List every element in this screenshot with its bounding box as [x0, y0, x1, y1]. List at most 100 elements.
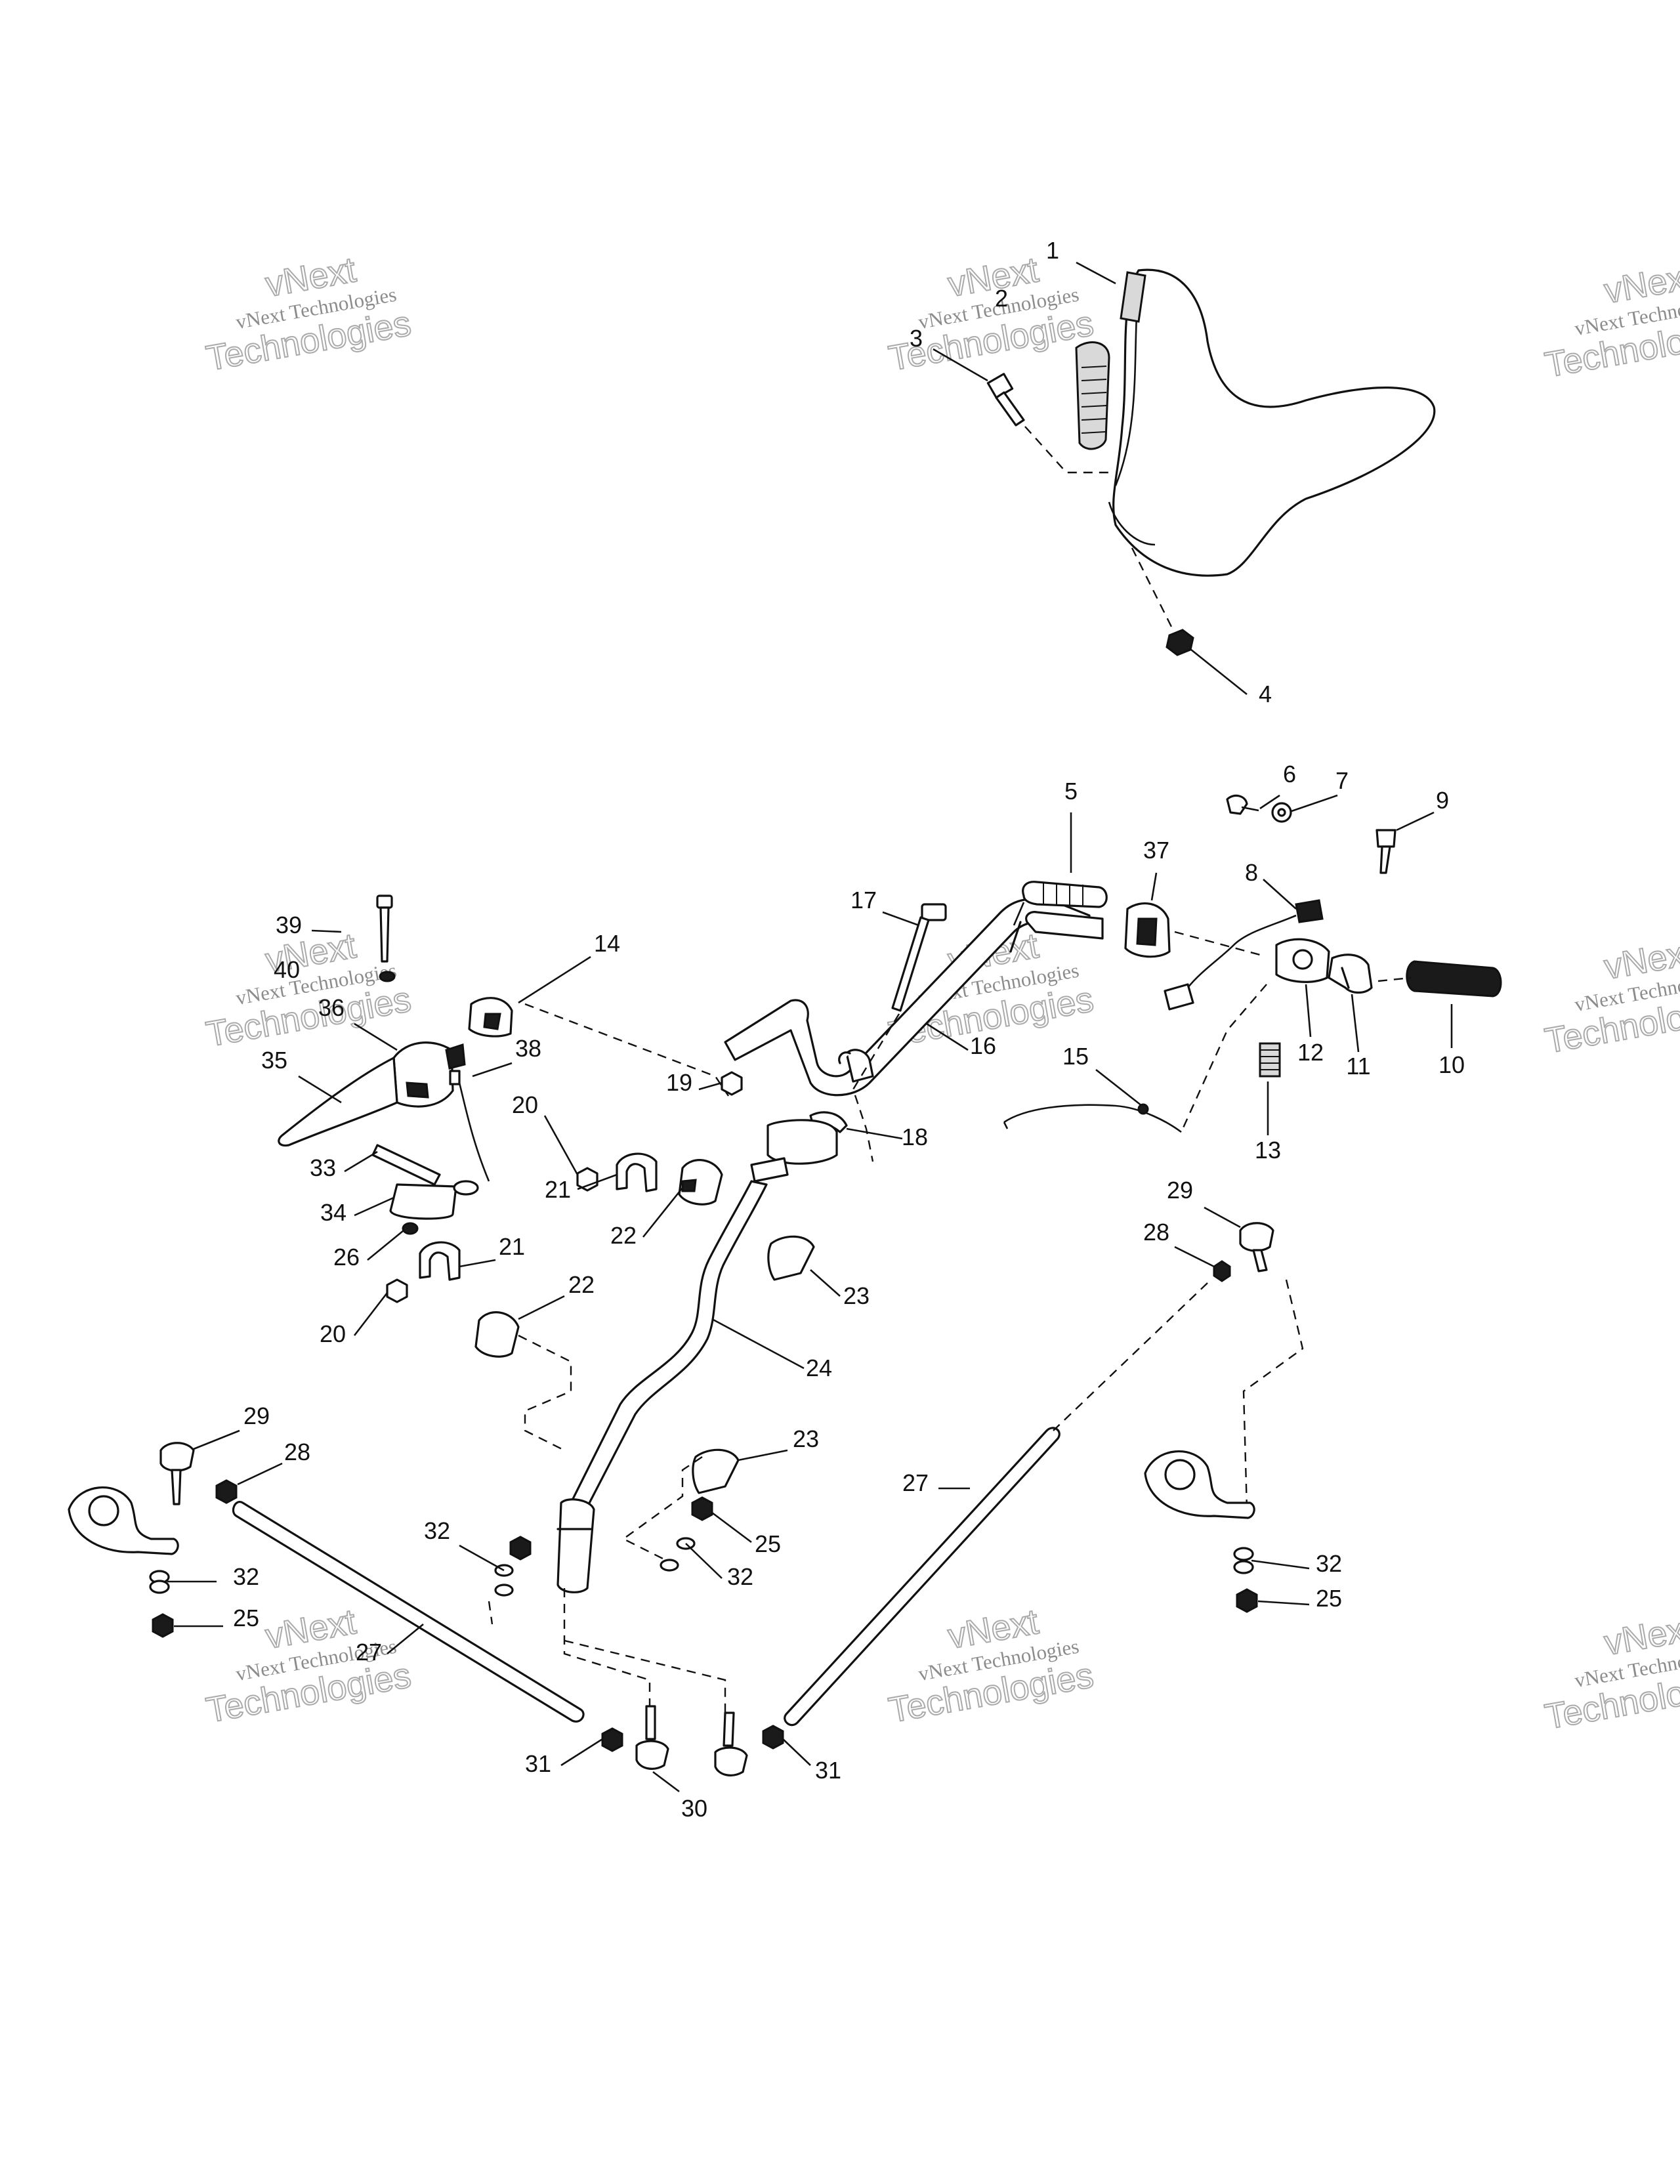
- nut-28-left: [215, 1479, 238, 1504]
- handlebar-grip-left: [1009, 911, 1104, 953]
- callout-leader-32: [1251, 1559, 1310, 1570]
- seat-bolt: [986, 373, 1025, 427]
- callout-leader-33: [344, 1150, 378, 1173]
- screw-6: [1226, 794, 1259, 815]
- callout-32: 32: [424, 1517, 450, 1544]
- callout-30: 30: [681, 1795, 707, 1822]
- callout-27: 27: [356, 1639, 382, 1666]
- callout-18: 18: [902, 1124, 928, 1150]
- dash-17-to-bar: [852, 1013, 900, 1162]
- callout-leader-31: [782, 1738, 811, 1766]
- callout-leader-25: [711, 1511, 752, 1544]
- callout-8: 8: [1245, 859, 1258, 886]
- callout-4: 4: [1259, 681, 1272, 707]
- nut-20-lower: [386, 1278, 408, 1303]
- callout-leader-14: [518, 956, 591, 1004]
- callout-14: 14: [594, 930, 620, 957]
- washer-7: [1271, 802, 1292, 823]
- callout-leader-8: [1263, 879, 1297, 910]
- dash-12-to-10: [1377, 976, 1412, 982]
- callout-leader-38: [472, 1062, 513, 1078]
- grip-10: [1406, 960, 1502, 998]
- washers-32-right: [1233, 1547, 1254, 1574]
- center-dash-washers: [488, 1601, 494, 1625]
- callout-5: 5: [1064, 778, 1078, 805]
- callout-leader-7: [1291, 794, 1338, 812]
- clamp-21-upper: [616, 1152, 658, 1192]
- callout-leader-9: [1396, 811, 1435, 831]
- callout-21: 21: [499, 1233, 525, 1260]
- pivot-39: [376, 894, 393, 963]
- seat-cushion-side: [1108, 501, 1156, 546]
- washers-32-left: [149, 1570, 170, 1594]
- steering-column-24: [556, 1119, 838, 1593]
- callout-34: 34: [320, 1199, 346, 1226]
- spring-13: [1259, 1042, 1281, 1078]
- tie-rod-left-27: [232, 1501, 585, 1723]
- nut-26: [402, 1222, 419, 1235]
- callout-leader-35: [298, 1075, 342, 1104]
- callout-leader-31: [560, 1738, 603, 1767]
- callout-23: 23: [843, 1282, 870, 1309]
- callout-3: 3: [910, 325, 923, 352]
- throttle-housing-14: [468, 997, 513, 1038]
- callout-16: 16: [970, 1032, 996, 1059]
- callout-leader-22: [642, 1187, 684, 1238]
- callout-22: 22: [610, 1222, 637, 1249]
- callout-leader-21: [459, 1259, 496, 1268]
- seat-bolt-dash: [1024, 426, 1109, 474]
- callout-25: 25: [755, 1530, 781, 1557]
- kill-switch-8: [1164, 899, 1324, 1011]
- callout-12: 12: [1297, 1039, 1324, 1066]
- callout-31: 31: [525, 1750, 551, 1777]
- callout-39: 39: [276, 912, 302, 938]
- callout-leader-17: [882, 911, 919, 927]
- callout-leader-23: [738, 1449, 788, 1461]
- callout-28: 28: [1143, 1219, 1169, 1246]
- seat-nut-dash: [1131, 547, 1179, 640]
- callout-11: 11: [1346, 1053, 1370, 1080]
- nut-28-right: [1213, 1260, 1231, 1282]
- callout-40: 40: [274, 956, 300, 983]
- callout-leader-6: [1259, 794, 1280, 810]
- callout-31: 31: [815, 1757, 841, 1784]
- callout-leader-11: [1351, 994, 1360, 1053]
- callout-35: 35: [261, 1047, 287, 1074]
- callout-28: 28: [284, 1438, 310, 1465]
- bracket-34: [389, 1180, 479, 1220]
- callout-leader-23: [810, 1269, 841, 1297]
- callout-32: 32: [233, 1563, 259, 1590]
- callout-leader-36: [354, 1022, 398, 1051]
- callout-leader-22: [518, 1295, 565, 1320]
- tie-rod-right-dash: [1053, 1282, 1208, 1431]
- wrench-left: [68, 1486, 179, 1555]
- handlebar-clamp: [838, 1049, 874, 1083]
- callout-33: 33: [310, 1154, 336, 1181]
- callout-leader-25: [1257, 1600, 1310, 1606]
- lever-11: [1328, 954, 1373, 994]
- callout-leader-26: [367, 1229, 404, 1261]
- nut-31-right: [762, 1725, 784, 1750]
- nut-25-center: [691, 1496, 713, 1521]
- callout-7: 7: [1335, 767, 1349, 794]
- callout-20: 20: [320, 1320, 346, 1347]
- callout-10: 10: [1438, 1051, 1465, 1078]
- callout-25: 25: [1316, 1585, 1342, 1612]
- ball-joint-right-29: [1239, 1222, 1274, 1272]
- cable-38: [449, 1070, 490, 1182]
- callout-20: 20: [512, 1091, 538, 1118]
- callout-leader-29: [1204, 1206, 1241, 1228]
- callout-leader-28: [1174, 1246, 1215, 1268]
- callout-29: 29: [243, 1402, 270, 1429]
- handlebar-bolt: [891, 903, 947, 1012]
- callout-leader-24: [711, 1318, 805, 1370]
- callout-leader-4: [1190, 648, 1248, 696]
- screw-9: [1376, 829, 1396, 874]
- callout-leader-21: [577, 1173, 618, 1190]
- ball-joint-30-right: [714, 1712, 748, 1776]
- washer-40: [379, 971, 396, 982]
